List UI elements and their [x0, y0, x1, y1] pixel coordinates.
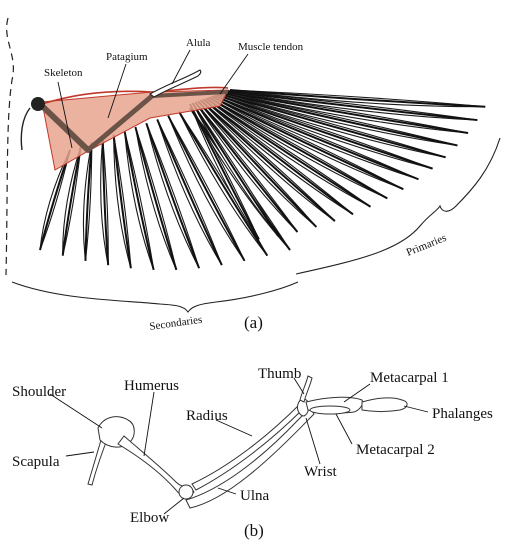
primary-feather-shaft	[205, 97, 372, 208]
leader-wrist	[305, 417, 321, 465]
leader-skeleton	[57, 81, 73, 149]
primary-feather-shaft	[216, 93, 433, 170]
label-thumb: Thumb	[258, 366, 301, 382]
primary-feather-shaft	[189, 103, 260, 240]
primary-feather-shaft	[219, 92, 446, 159]
secondary-feather-shaft	[156, 119, 223, 266]
leader-radius	[215, 419, 253, 437]
leader-shoulder	[49, 393, 103, 429]
leader-muscle-tendon	[219, 53, 249, 95]
leader-phalanges	[403, 405, 429, 413]
label-alula: Alula	[186, 37, 211, 49]
bone-elbow-joint	[178, 484, 194, 500]
secondary-feather-shaft	[178, 111, 269, 257]
label-radius: Radius	[186, 408, 228, 424]
secondary-feather-shaft	[84, 142, 93, 261]
primary-feather-shaft	[194, 101, 299, 233]
leader-thumb	[293, 377, 305, 395]
wing-skeleton	[31, 90, 228, 153]
bone-phalanges	[361, 397, 408, 412]
primary-feathers	[189, 89, 486, 240]
label-shoulder: Shoulder	[12, 384, 66, 400]
caption-a: (a)	[244, 313, 263, 332]
label-metacarpal-2: Metacarpal 2	[356, 442, 435, 458]
primary-feather-shaft	[210, 95, 404, 191]
primary-feather-shaft	[213, 94, 419, 181]
primary-feather-shaft	[224, 90, 469, 134]
label-muscle-tendon: Muscle tendon	[238, 41, 304, 53]
leader-metacarpal-2	[335, 413, 353, 445]
leader-metacarpal-1	[343, 383, 371, 403]
primary-feather-shaft	[191, 102, 280, 237]
label-elbow: Elbow	[130, 510, 169, 526]
label-secondaries: Secondaries	[149, 314, 203, 333]
label-patagium: Patagium	[106, 51, 148, 63]
panel-b-skeleton: Shoulder Scapula Humerus Elbow Radius Ul…	[12, 366, 493, 540]
bone-thumb	[299, 375, 313, 403]
secondary-feather-shaft	[145, 122, 201, 269]
label-humerus: Humerus	[124, 378, 179, 394]
secondary-feather-shaft	[134, 126, 178, 271]
primary-feather-shaft	[199, 99, 336, 222]
secondary-feather-shaft	[112, 134, 132, 269]
leader-humerus	[143, 391, 155, 457]
caption-b: (b)	[244, 521, 264, 540]
primary-feather-shaft	[208, 96, 388, 200]
label-metacarpal-1: Metacarpal 1	[370, 370, 449, 386]
bone-humerus	[117, 435, 195, 497]
primary-feather-shaft	[227, 89, 478, 122]
secondary-feather-shaft	[167, 115, 246, 262]
body-outline-dashed	[5, 17, 14, 276]
label-phalanges: Phalanges	[432, 406, 493, 422]
secondary-feather-shaft	[101, 138, 110, 266]
primary-feather-shaft	[229, 89, 486, 108]
alula	[148, 69, 202, 98]
leader-scapula	[65, 451, 95, 457]
leader-patagium	[107, 63, 127, 119]
primary-feather-shaft	[221, 91, 458, 147]
label-primaries: Primaries	[405, 232, 449, 259]
label-wrist: Wrist	[304, 464, 338, 480]
leader-alula	[171, 49, 191, 85]
leader-elbow	[163, 497, 185, 515]
label-skeleton: Skeleton	[44, 67, 83, 79]
bone-metacarpal-2	[309, 405, 351, 415]
label-ulna: Ulna	[240, 488, 270, 504]
panel-a-wing: Skeleton Patagium Alula Muscle tendon Pr…	[5, 17, 501, 333]
leader-ulna	[217, 487, 237, 495]
primaries-brace	[295, 137, 501, 275]
secondary-feather-shaft	[123, 130, 155, 271]
secondaries-brace	[11, 281, 299, 313]
muscle-tendon	[41, 86, 229, 105]
shoulder-hook	[20, 107, 31, 151]
label-scapula: Scapula	[12, 454, 60, 470]
primary-feather-shaft	[197, 100, 318, 228]
primary-feather-shaft	[202, 98, 354, 216]
secondary-feather-shaft	[61, 145, 82, 256]
